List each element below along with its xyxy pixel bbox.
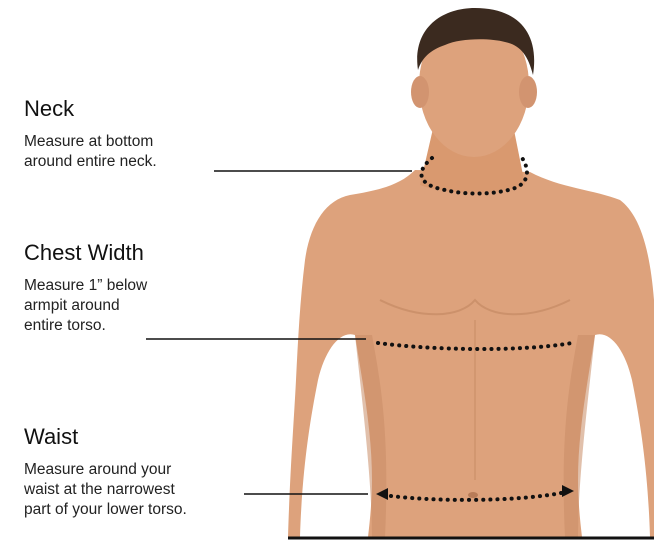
neck-description: Measure at bottom around entire neck. — [24, 132, 157, 172]
neck-desc-line: around entire neck. — [24, 152, 157, 172]
chest-desc-line: entire torso. — [24, 316, 147, 336]
waist-description: Measure around your waist at the narrowe… — [24, 460, 187, 520]
navel — [468, 492, 478, 498]
chest-desc-line: Measure 1” below — [24, 276, 147, 296]
waist-desc-line: waist at the narrowest — [24, 480, 187, 500]
waist-desc-line: Measure around your — [24, 460, 187, 480]
neck-section: Neck Measure at bottom around entire nec… — [24, 96, 157, 172]
left-ear — [411, 76, 429, 108]
torso-shape — [288, 170, 654, 537]
chest-section: Chest Width Measure 1” below armpit arou… — [24, 240, 147, 336]
waist-desc-line: part of your lower torso. — [24, 500, 187, 520]
neck-desc-line: Measure at bottom — [24, 132, 157, 152]
chest-description: Measure 1” below armpit around entire to… — [24, 276, 147, 336]
chest-desc-line: armpit around — [24, 296, 147, 316]
neck-title: Neck — [24, 96, 157, 122]
waist-title: Waist — [24, 424, 187, 450]
waist-section: Waist Measure around your waist at the n… — [24, 424, 187, 520]
chest-title: Chest Width — [24, 240, 147, 266]
right-ear — [519, 76, 537, 108]
